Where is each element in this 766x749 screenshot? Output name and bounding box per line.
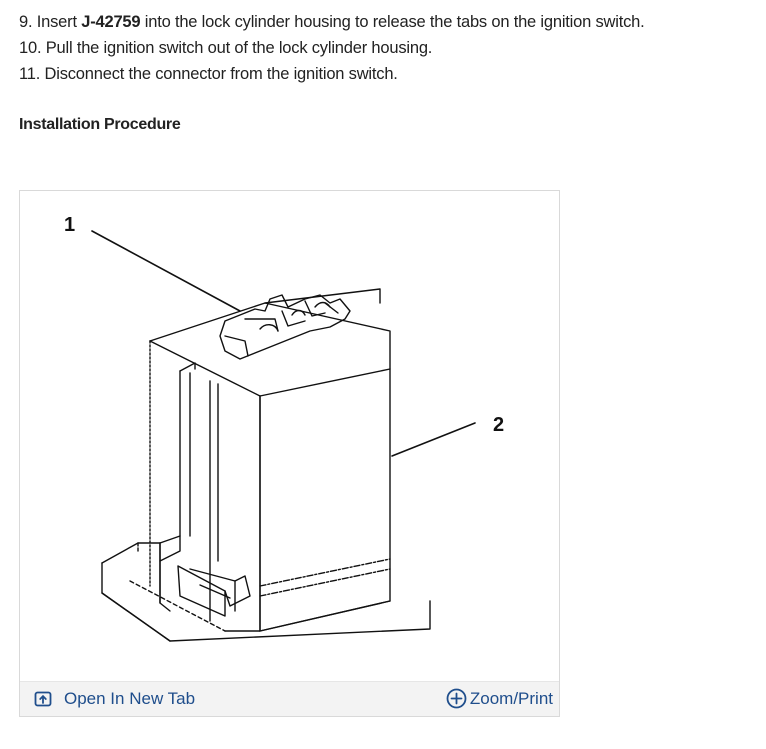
ignition-switch-illustration: 1 2 (64, 214, 504, 642)
step-text: Insert (32, 13, 82, 31)
step-10: 10. Pull the ignition switch out of the … (19, 35, 645, 61)
callout-1: 1 (64, 214, 75, 236)
step-number: 9. (19, 13, 33, 31)
open-in-new-tab-link[interactable]: Open In New Tab (34, 689, 195, 709)
figure-toolbar: Open In New Tab Zoom/Print (20, 681, 559, 716)
step-number: 10. (19, 39, 42, 57)
section-heading: Installation Procedure (19, 116, 181, 133)
plus-circle-icon (446, 688, 467, 709)
zoom-print-link[interactable]: Zoom/Print (446, 688, 553, 709)
procedure-steps: 9. Insert J-42759 into the lock cylinder… (19, 9, 645, 87)
step-9: 9. Insert J-42759 into the lock cylinder… (19, 9, 645, 35)
step-text: into the lock cylinder housing to releas… (140, 13, 645, 31)
zoom-print-label: Zoom/Print (469, 688, 553, 708)
step-text: Pull the ignition switch out of the lock… (41, 39, 433, 57)
figure-container: 1 2 Open In New Tab Zoom/Print (19, 190, 560, 717)
callout-2: 2 (493, 414, 504, 436)
open-in-new-tab-label: Open In New Tab (64, 689, 196, 708)
step-text: Disconnect the connector from the igniti… (40, 65, 398, 83)
tool-code: J-42759 (81, 13, 141, 31)
step-number: 11. (19, 65, 41, 83)
open-new-tab-icon (34, 691, 52, 707)
step-11: 11. Disconnect the connector from the ig… (19, 61, 645, 87)
